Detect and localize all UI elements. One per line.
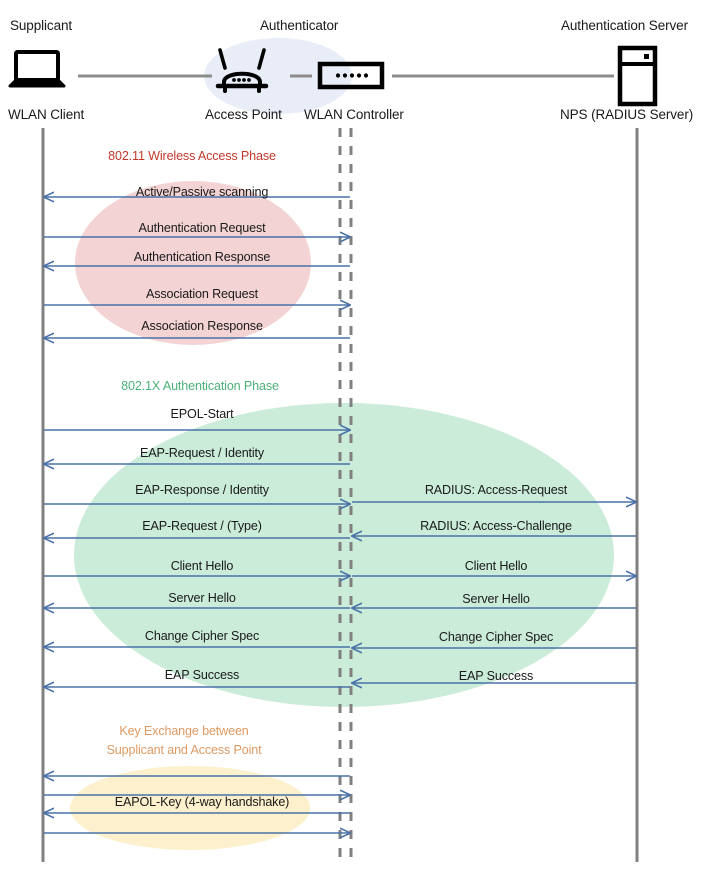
message-arrows bbox=[44, 197, 636, 833]
message-label-m12: Change Cipher Spec bbox=[144, 629, 260, 643]
actor-title-authenticator: Authenticator bbox=[260, 18, 339, 33]
message-label-r4: Server Hello bbox=[462, 592, 530, 606]
message-label-r3: Client Hello bbox=[464, 559, 528, 573]
message-label-m8: EAP-Response / Identity bbox=[135, 483, 269, 497]
message-label-r2: RADIUS: Access-Challenge bbox=[420, 519, 572, 533]
message-label-m9: EAP-Request / (Type) bbox=[142, 519, 262, 533]
phase-label-wireless-access-phase: 802.11 Wireless Access Phase bbox=[108, 149, 276, 163]
message-label-m1: Active/Passive scanning bbox=[135, 185, 269, 199]
server-rack-icon bbox=[617, 45, 658, 107]
wireless-router-icon bbox=[215, 48, 269, 93]
laptop-icon bbox=[8, 50, 66, 88]
message-label-m7: EAP-Request / Identity bbox=[139, 446, 265, 460]
network-switch-icon bbox=[317, 61, 385, 90]
actor-caption-access-point: Access Point bbox=[205, 107, 282, 122]
actor-caption-nps-radius-server: NPS (RADIUS Server) bbox=[560, 107, 694, 122]
message-label-m13: EAP Success bbox=[164, 668, 240, 682]
message-label-m4: Association Request bbox=[146, 287, 258, 301]
phase-ellipses bbox=[70, 181, 614, 850]
phase-label-dot1x-authentication-phase: 802.1X Authentication Phase bbox=[121, 379, 279, 393]
lifelines bbox=[41, 128, 639, 862]
actor-caption-wlan-controller: WLAN Controller bbox=[304, 107, 404, 122]
message-label-m2: Authentication Request bbox=[138, 221, 266, 235]
phase-ellipse-dot1x-authentication-phase bbox=[74, 403, 614, 707]
message-label-m11: Server Hello bbox=[168, 591, 236, 605]
message-label-m10: Client Hello bbox=[170, 559, 234, 573]
actor-title-authentication-server: Authentication Server bbox=[561, 18, 688, 33]
message-label-m6: EPOL-Start bbox=[170, 407, 234, 421]
message-label-r5: Change Cipher Spec bbox=[438, 630, 554, 644]
message-label-r1: RADIUS: Access-Request bbox=[424, 483, 568, 497]
message-label-m5: Association Response bbox=[141, 319, 263, 333]
phase-ellipse-wireless-access-phase bbox=[75, 181, 311, 345]
message-label-r6: EAP Success bbox=[458, 669, 534, 683]
actor-caption-wlan-client: WLAN Client bbox=[8, 107, 85, 122]
authenticator-group-ellipse bbox=[204, 38, 352, 114]
actor-title-supplicant: Supplicant bbox=[10, 18, 73, 33]
phase-ellipse-key-exchange-phase bbox=[70, 766, 310, 850]
message-label-k3: EAPOL-Key (4-way handshake) bbox=[114, 795, 290, 809]
message-label-m3: Authentication Response bbox=[133, 250, 271, 264]
